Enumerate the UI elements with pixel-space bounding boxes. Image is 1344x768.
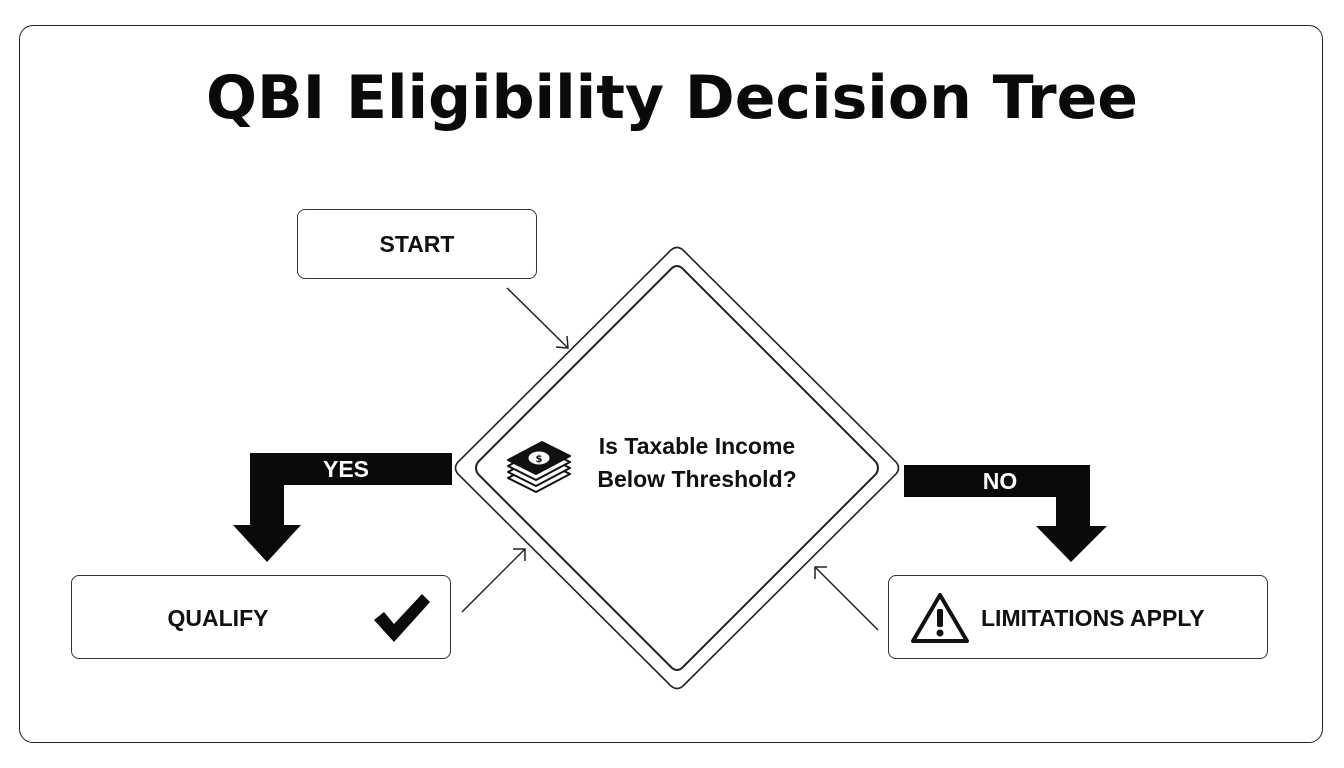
warning-triangle-icon	[909, 591, 971, 650]
money-stack-icon: $	[506, 440, 572, 499]
thin-arrow-start-to-decision	[506, 287, 569, 349]
thin-arrow-limitations-to-decision	[814, 566, 879, 631]
decision-diamond	[454, 246, 900, 690]
start-node: START	[297, 209, 537, 279]
diagram-title: QBI Eligibility Decision Tree	[206, 63, 1138, 133]
no-branch-arrow	[904, 465, 1107, 562]
qualify-node-label: QUALIFY	[167, 604, 269, 631]
checkmark-icon	[370, 590, 434, 651]
decision-question: Is Taxable Income Below Threshold?	[597, 433, 797, 492]
start-node-label: START	[379, 230, 455, 257]
no-branch-label: NO	[982, 468, 1018, 494]
svg-text:$: $	[536, 454, 543, 465]
limitations-node: LIMITATIONS APPLY	[888, 575, 1268, 659]
qualify-node: QUALIFY	[71, 575, 451, 659]
yes-branch-arrow	[233, 453, 452, 562]
thin-arrow-qualify-to-decision	[461, 548, 526, 613]
limitations-node-label: LIMITATIONS APPLY	[981, 604, 1205, 631]
yes-branch-label: YES	[322, 456, 370, 482]
